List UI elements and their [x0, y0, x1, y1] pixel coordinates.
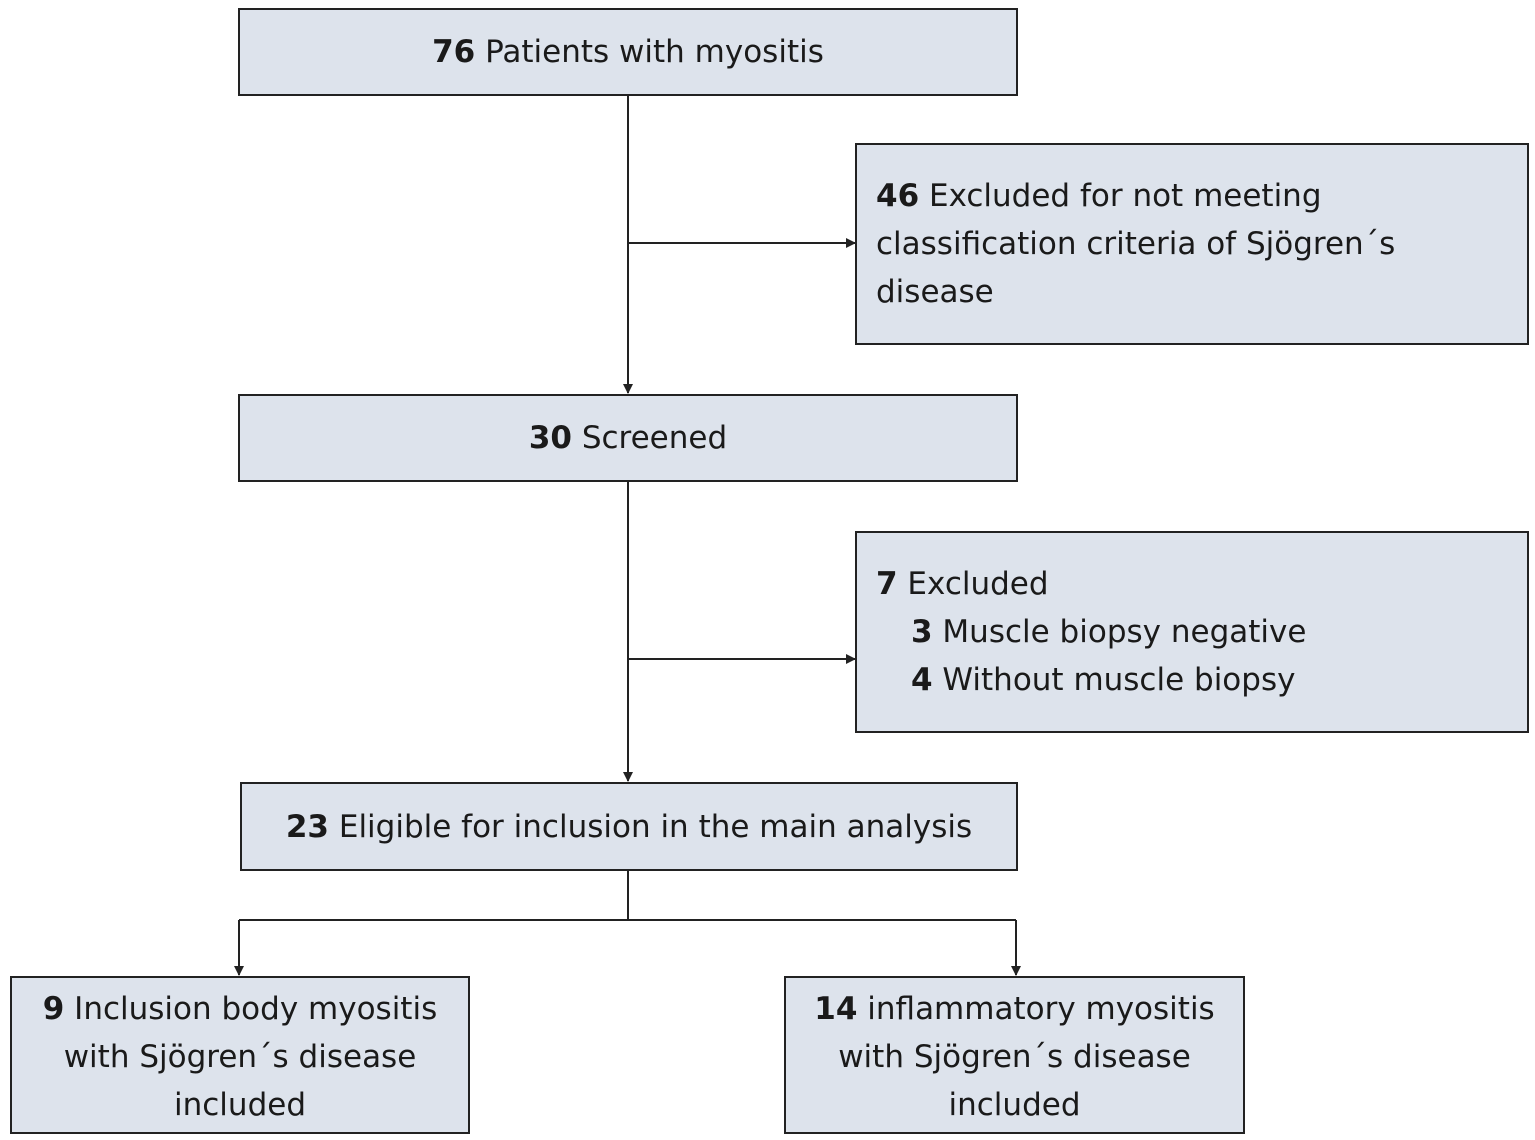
excluded-biopsy-heading: 7 Excluded — [876, 560, 1527, 608]
patients-count: 76 — [432, 34, 476, 70]
without-biopsy-text: Without muscle biopsy — [932, 662, 1296, 698]
eligible-count: 23 — [285, 808, 329, 845]
eligible-label: 23 Eligible for inclusion in the main an… — [286, 803, 972, 851]
excluded-biopsy-count: 7 — [876, 566, 898, 602]
ibm-text-1: Inclusion body myositis — [64, 991, 438, 1027]
ibm-line-1: 9 Inclusion body myositis — [12, 985, 468, 1033]
screened-box: 30 Screened — [238, 394, 1018, 482]
screened-count: 30 — [528, 420, 572, 456]
excluded-biopsy-item-without: 4 Without muscle biopsy — [876, 656, 1527, 704]
excluded-biopsy-box: 7 Excluded 3 Muscle biopsy negative 4 Wi… — [855, 531, 1529, 733]
screened-label: 30 Screened — [529, 414, 727, 462]
excluded-biopsy-item-negative: 3 Muscle biopsy negative — [876, 608, 1527, 656]
patients-text: Patients with myositis — [475, 34, 824, 70]
inflammatory-line-2: with Sjögren´s disease — [838, 1039, 1191, 1075]
without-biopsy-count: 4 — [911, 662, 933, 698]
ibm-count: 9 — [42, 991, 65, 1027]
ibm-box: 9 Inclusion body myositis with Sjögren´s… — [10, 976, 470, 1134]
biopsy-negative-count: 3 — [911, 614, 933, 650]
eligible-box: 23 Eligible for inclusion in the main an… — [240, 782, 1018, 871]
patients-label: 76 Patients with myositis — [432, 28, 824, 76]
excluded-sjogren-count: 46 — [876, 178, 920, 214]
excluded-sjogren-box: 46 Excluded for not meeting classificati… — [855, 143, 1529, 345]
ibm-line-3: included — [174, 1087, 306, 1123]
inflammatory-line-1: 14 inflammatory myositis — [786, 985, 1243, 1033]
excluded-sjogren-line-2: classification criteria of Sjögren´s — [876, 226, 1396, 262]
eligible-text: Eligible for inclusion in the main analy… — [329, 808, 973, 845]
screened-text: Screened — [571, 420, 728, 456]
excluded-sjogren-text-1: Excluded for not meeting — [919, 178, 1322, 214]
patients-box: 76 Patients with myositis — [238, 8, 1018, 96]
inflammatory-text-1: inflammatory myositis — [857, 991, 1215, 1027]
inflammatory-box: 14 inflammatory myositis with Sjögren´s … — [784, 976, 1245, 1134]
excluded-sjogren-line-3: disease — [876, 274, 994, 310]
excluded-biopsy-text: Excluded — [897, 566, 1049, 602]
biopsy-negative-text: Muscle biopsy negative — [932, 614, 1307, 650]
inflammatory-count: 14 — [814, 991, 858, 1027]
inflammatory-line-3: included — [948, 1087, 1081, 1123]
ibm-line-2: with Sjögren´s disease — [63, 1039, 417, 1075]
excluded-sjogren-line-1: 46 Excluded for not meeting — [876, 172, 1527, 220]
